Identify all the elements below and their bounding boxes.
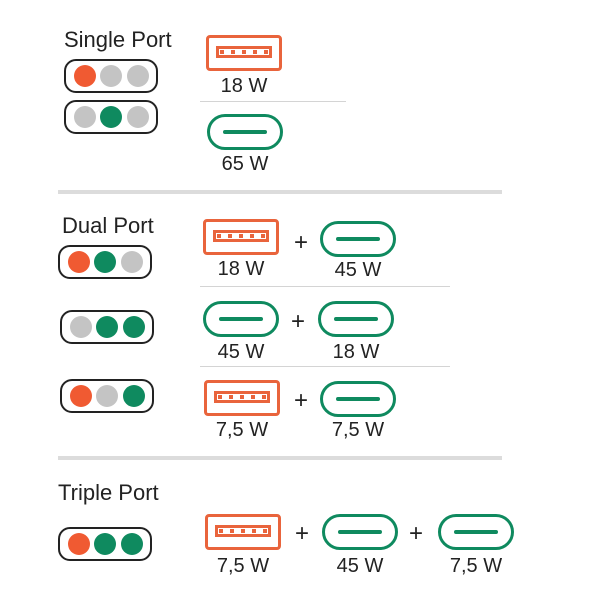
led-dot bbox=[120, 251, 143, 273]
led-indicator bbox=[64, 59, 158, 93]
led-dot bbox=[120, 533, 143, 555]
led-dot bbox=[122, 316, 145, 338]
wattage-label: 45 W bbox=[217, 341, 265, 363]
wattage-label: 7,5 W bbox=[449, 555, 503, 577]
usb-c-port-icon bbox=[318, 301, 394, 337]
wattage-label: 45 W bbox=[334, 259, 382, 281]
wattage-label: 7,5 W bbox=[216, 555, 270, 577]
wattage-label: 18 W bbox=[220, 75, 268, 97]
led-indicator bbox=[60, 379, 154, 413]
usb-c-port-icon bbox=[203, 301, 279, 337]
usb-a-port-icon bbox=[205, 514, 281, 550]
wattage-label: 45 W bbox=[336, 555, 384, 577]
led-dot bbox=[94, 251, 116, 273]
row-divider bbox=[200, 366, 450, 367]
led-dot bbox=[100, 65, 122, 87]
led-dot bbox=[73, 65, 96, 87]
wattage-label: 18 W bbox=[332, 341, 380, 363]
wattage-label: 65 W bbox=[221, 153, 269, 175]
section-divider bbox=[58, 456, 502, 460]
led-dot bbox=[67, 251, 90, 273]
led-dot bbox=[67, 533, 90, 555]
plus-sign: + bbox=[293, 387, 308, 414]
led-dot bbox=[126, 65, 149, 87]
wattage-label: 7,5 W bbox=[331, 419, 385, 441]
led-indicator bbox=[60, 310, 154, 344]
led-indicator bbox=[58, 527, 152, 561]
usb-c-port-icon bbox=[438, 514, 514, 550]
led-dot bbox=[96, 316, 118, 338]
usb-a-port-icon bbox=[203, 219, 279, 255]
usb-a-port-icon bbox=[204, 380, 280, 416]
led-dot bbox=[69, 385, 92, 407]
section-title: Triple Port bbox=[58, 480, 159, 505]
usb-c-port-icon bbox=[322, 514, 398, 550]
usb-c-port-icon bbox=[320, 381, 396, 417]
row-divider bbox=[200, 286, 450, 287]
section-title: Single Port bbox=[64, 27, 172, 52]
usb-c-port-icon bbox=[207, 114, 283, 150]
led-indicator bbox=[64, 100, 158, 134]
usb-a-port-icon bbox=[206, 35, 282, 71]
led-dot bbox=[94, 533, 116, 555]
led-dot bbox=[96, 385, 118, 407]
plus-sign: + bbox=[290, 308, 305, 335]
plus-sign: + bbox=[408, 520, 423, 547]
led-dot bbox=[100, 106, 122, 128]
row-divider bbox=[200, 101, 346, 102]
led-indicator bbox=[58, 245, 152, 279]
led-dot bbox=[73, 106, 96, 128]
section-divider bbox=[58, 190, 502, 194]
wattage-label: 7,5 W bbox=[215, 419, 269, 441]
plus-sign: + bbox=[293, 229, 308, 256]
usb-c-port-icon bbox=[320, 221, 396, 257]
plus-sign: + bbox=[294, 520, 309, 547]
led-dot bbox=[69, 316, 92, 338]
section-title: Dual Port bbox=[62, 213, 154, 238]
wattage-label: 18 W bbox=[217, 258, 265, 280]
led-dot bbox=[126, 106, 149, 128]
led-dot bbox=[122, 385, 145, 407]
